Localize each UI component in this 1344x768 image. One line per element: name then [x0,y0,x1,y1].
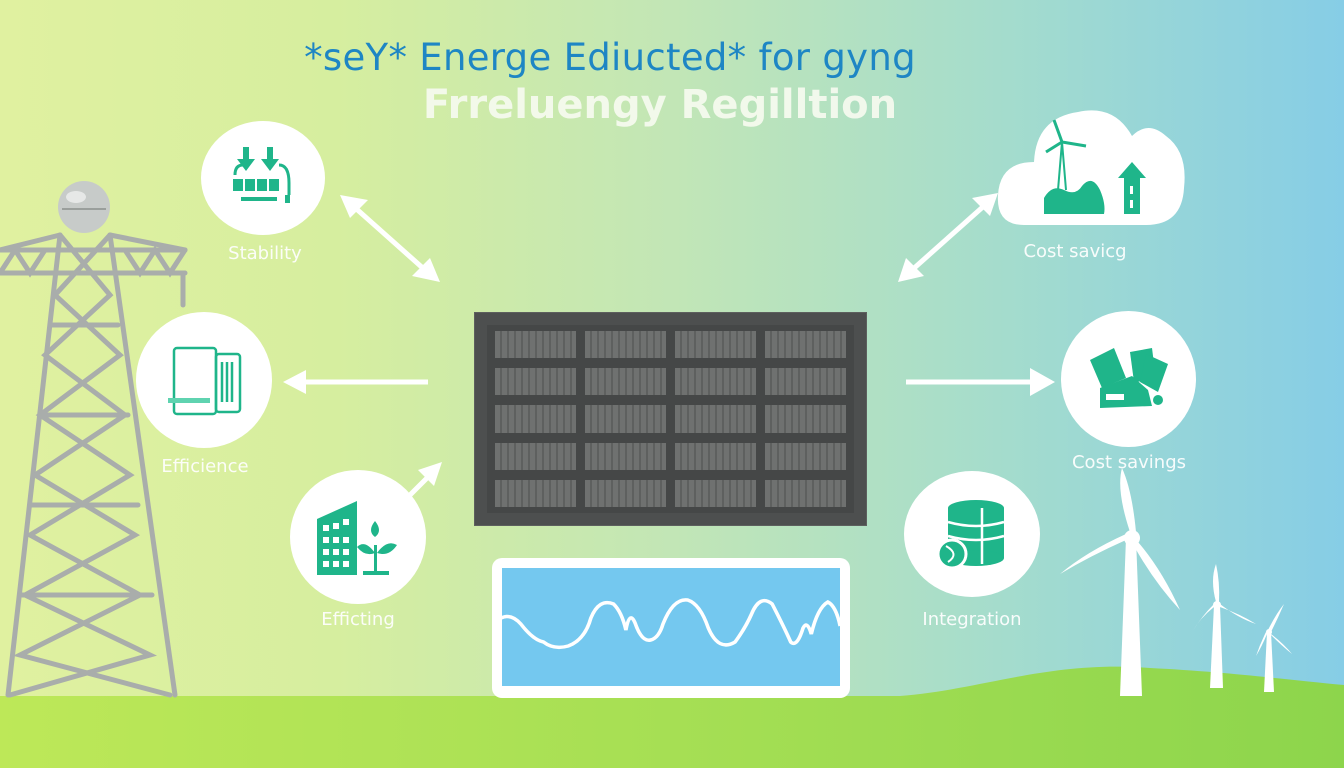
node-cost-savicg-cloud [997,110,1185,225]
battery-cell [675,442,756,470]
battery-cell [585,331,666,359]
node-efficience [136,312,272,448]
node-integration [904,471,1040,597]
battery-cell [765,331,846,359]
label-stability: Stability [228,243,302,264]
battery-storage-panel [474,312,867,526]
battery-cell [585,368,666,396]
battery-cell [675,331,756,359]
device-panel-icon [168,346,242,416]
battery-cell [585,442,666,470]
battery-cell [675,405,756,433]
node-cost-savings [1061,311,1196,447]
waveform-line [490,598,842,650]
label-cost-savings: Cost savings [1071,452,1186,473]
battery-cell [495,479,576,507]
battery-cell [765,442,846,470]
label-integration: Integration [922,609,1022,630]
battery-cell [675,368,756,396]
battery-cell [765,368,846,396]
database-integration-icon [936,500,1005,570]
label-cost-savicg: Cost savicg [1023,241,1127,262]
battery-cell [495,442,576,470]
battery-cell [585,405,666,433]
waveform-screen [490,568,842,686]
node-stability [201,121,325,235]
battery-cell [495,405,576,433]
wind-turbines-icon [1060,468,1292,696]
transmission-tower-icon [0,181,188,698]
green-building-icon [317,501,397,575]
battery-cell [495,331,576,359]
cloud-wind-turbine-icon [1044,119,1146,214]
title-line-2: Frreluengy Regilltion [422,82,898,128]
battery-cell [585,479,666,507]
battery-meter-icon [233,147,291,203]
label-efficience: Efficience [161,456,249,477]
battery-cell [495,368,576,396]
label-efficting: Efficting [321,609,395,630]
frequency-waveform-display [490,558,850,698]
battery-cell [765,479,846,507]
battery-cell [675,479,756,507]
money-wallet-icon [1089,348,1168,408]
battery-cell [765,405,846,433]
battery-cell-grid [487,325,854,513]
node-efficting [290,470,426,604]
title-line-1: *seY* Energe Ediucted* for gyng [304,36,916,79]
